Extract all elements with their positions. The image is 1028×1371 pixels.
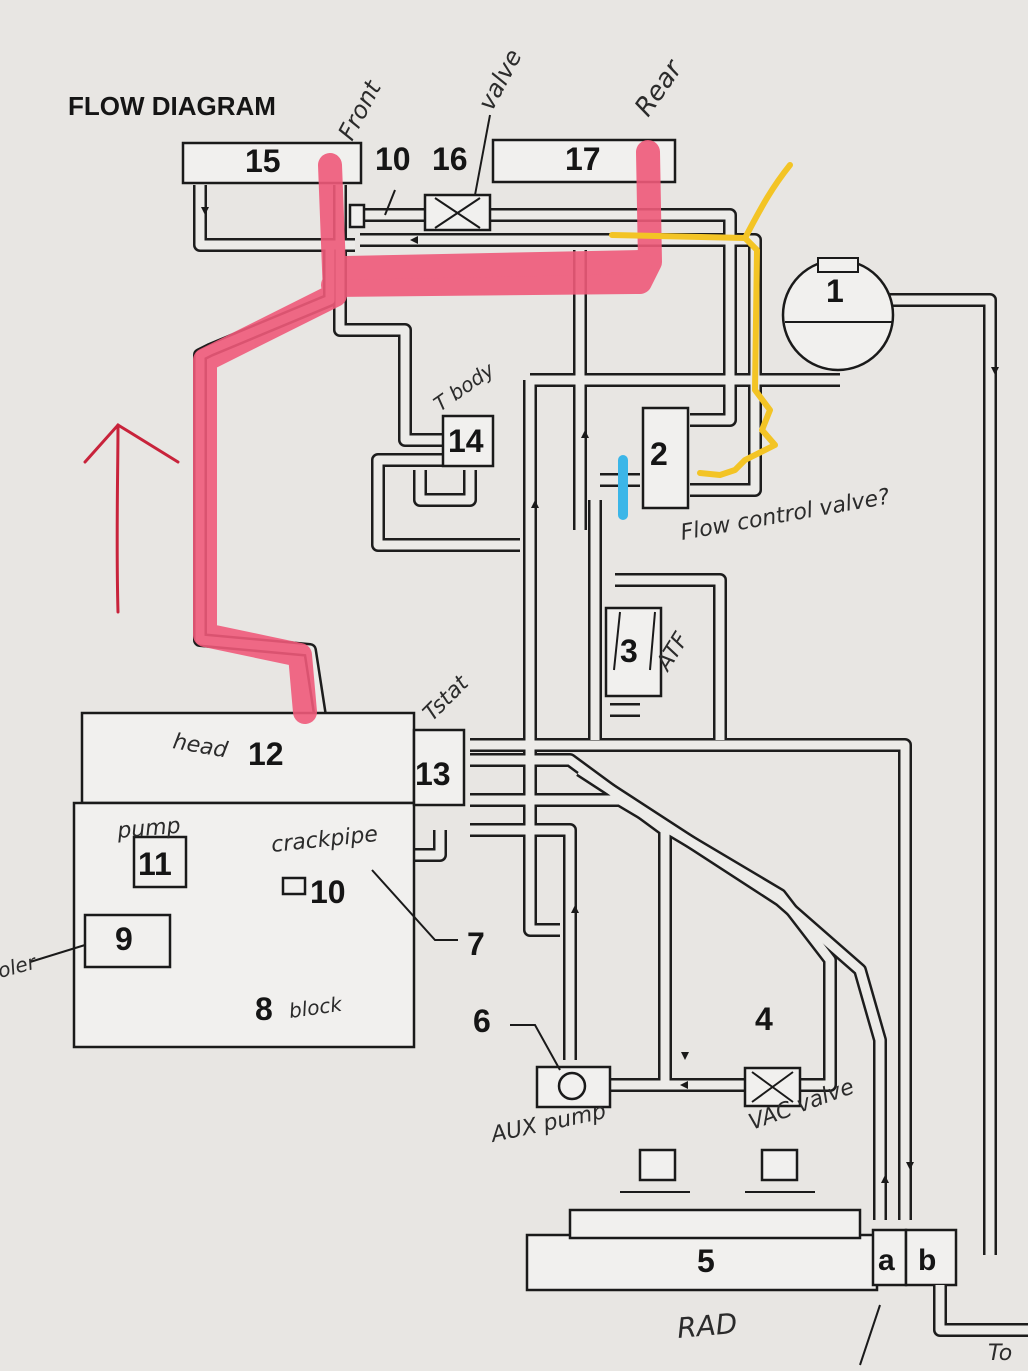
label-6: 6 xyxy=(473,1003,491,1039)
component-2-box xyxy=(641,406,690,510)
pump-motor-icon xyxy=(557,1071,587,1101)
leader-7 xyxy=(371,869,458,941)
label-3: 3 xyxy=(620,633,638,669)
coolant-pipes xyxy=(170,185,999,1255)
label-b: b xyxy=(918,1244,936,1277)
label-10-lower: 10 xyxy=(310,874,346,910)
component-12-head xyxy=(80,711,416,805)
tank-cap-icon xyxy=(817,257,859,273)
component-14-box xyxy=(441,414,495,468)
component-b-box xyxy=(904,1228,958,1287)
component-a-box xyxy=(871,1228,908,1287)
component-5-radiator xyxy=(525,1233,879,1292)
red-up-arrow xyxy=(83,423,180,614)
label-5: 5 xyxy=(697,1243,715,1279)
leader-6 xyxy=(510,1024,561,1071)
note-to: To xyxy=(988,1341,1012,1366)
yellow-highlight-path xyxy=(609,162,793,478)
component-9-box xyxy=(83,913,172,969)
red-highlight-path xyxy=(193,140,662,724)
note-rad: RAD xyxy=(676,1307,739,1345)
component-16-box xyxy=(423,193,492,232)
vac-valve-cross-icon xyxy=(751,1071,794,1103)
component-10-top-box xyxy=(348,203,366,229)
label-9: 9 xyxy=(115,921,133,957)
label-15: 15 xyxy=(245,143,281,179)
component-10-lower-box xyxy=(281,876,307,896)
component-13-box xyxy=(412,728,466,807)
label-17: 17 xyxy=(565,141,601,177)
label-14: 14 xyxy=(448,423,484,459)
label-a: a xyxy=(878,1244,895,1277)
label-4: 4 xyxy=(755,1001,773,1037)
label-8: 8 xyxy=(255,991,273,1027)
label-13: 13 xyxy=(415,756,451,792)
label-16: 16 xyxy=(432,141,468,177)
valve-cross-icon xyxy=(434,197,481,229)
component-11-box xyxy=(132,835,188,889)
label-2: 2 xyxy=(650,436,668,472)
diagram-title: FLOW DIAGRAM xyxy=(68,91,276,121)
label-12: 12 xyxy=(248,736,284,772)
note-pump: pump xyxy=(115,814,181,845)
flow-arrows xyxy=(201,207,999,1183)
label-11: 11 xyxy=(138,846,172,882)
label-1: 1 xyxy=(826,273,844,309)
label-7: 7 xyxy=(467,926,485,962)
fan-motor-right-icon xyxy=(760,1148,799,1182)
fan-motor-left-icon xyxy=(638,1148,677,1182)
label-10-top: 10 xyxy=(375,141,411,177)
